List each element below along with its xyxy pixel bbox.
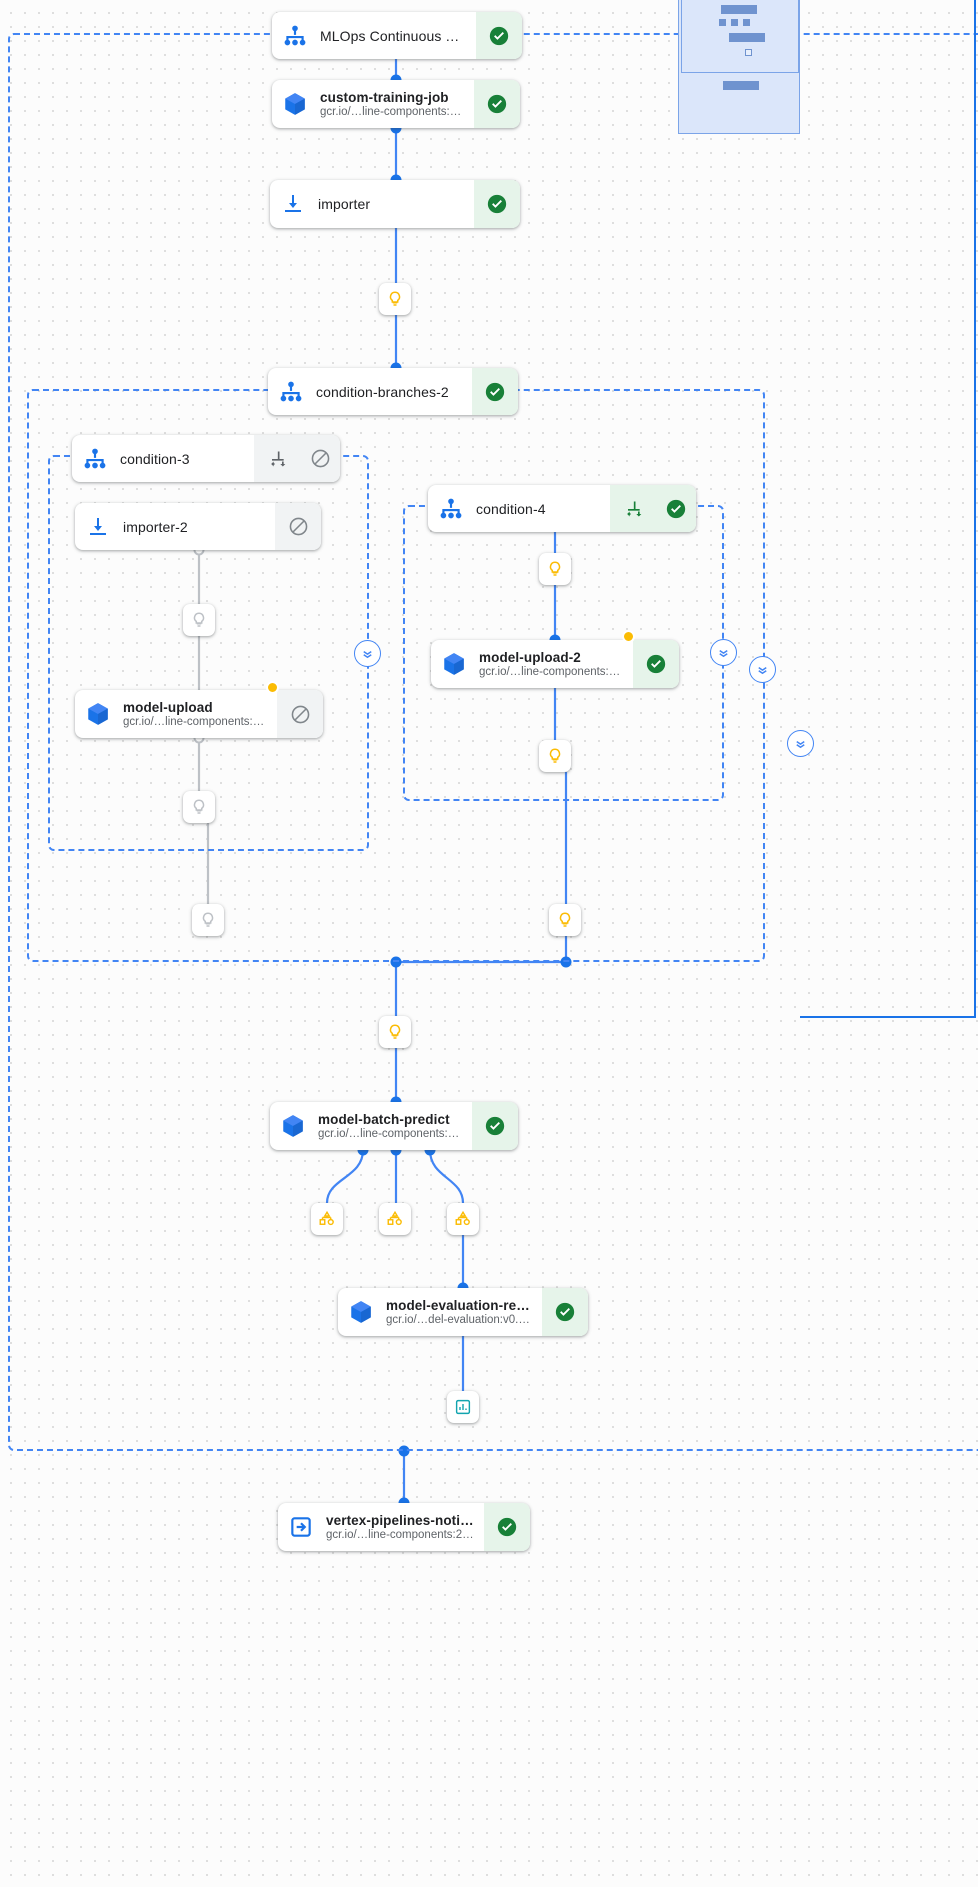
metrics-icon[interactable] (447, 1391, 479, 1423)
node-model-batch-predict[interactable]: model-batch-predict gcr.io/…line-compone… (270, 1102, 518, 1150)
status-success-icon (476, 12, 522, 59)
dag-icon (428, 485, 474, 532)
artifact-bulb-icon[interactable] (549, 904, 581, 936)
artifact-dataset-icon[interactable] (379, 1203, 411, 1235)
artifact-dataset-icon[interactable] (311, 1203, 343, 1235)
node-condition-3[interactable]: condition-3 (72, 435, 340, 482)
container-icon (272, 80, 318, 128)
artifact-bulb-icon[interactable] (192, 904, 224, 936)
status-skipped-icon (277, 690, 323, 738)
node-vertex-pipelines-notification[interactable]: vertex-pipelines-notificat… gcr.io/…line… (278, 1503, 530, 1551)
node-model-upload-2[interactable]: model-upload-2 gcr.io/…line-components:2… (431, 640, 679, 688)
node-importer-2[interactable]: importer-2 (75, 503, 321, 550)
dag-icon (272, 12, 318, 59)
node-condition-4[interactable]: condition-4 (428, 485, 696, 532)
artifact-bulb-icon[interactable] (539, 740, 571, 772)
branch-icon[interactable] (610, 485, 656, 532)
collapse-toggle-condition-branches-2[interactable] (749, 656, 776, 683)
exit-icon (278, 1503, 324, 1551)
container-icon (270, 1102, 316, 1150)
status-success-icon (474, 180, 520, 228)
artifact-bulb-icon[interactable] (379, 283, 411, 315)
collapse-toggle-condition-3[interactable] (354, 640, 381, 667)
artifact-dataset-icon[interactable] (447, 1203, 479, 1235)
status-success-icon (633, 640, 679, 688)
status-success-icon (656, 485, 696, 532)
node-model-evaluation-regression[interactable]: model-evaluation-regres… gcr.io/…del-eva… (338, 1288, 588, 1336)
collapse-toggle-condition-4[interactable] (710, 639, 737, 666)
status-skipped-icon (300, 435, 340, 482)
warning-dot (622, 630, 635, 643)
container-icon (75, 690, 121, 738)
status-success-icon (472, 1102, 518, 1150)
import-icon (270, 180, 316, 228)
artifact-bulb-icon[interactable] (379, 1016, 411, 1048)
node-model-upload[interactable]: model-upload gcr.io/…line-components:2.6… (75, 690, 323, 738)
status-success-icon (484, 1503, 530, 1551)
container-icon (431, 640, 477, 688)
container-icon (338, 1288, 384, 1336)
artifact-bulb-icon[interactable] (539, 553, 571, 585)
artifact-bulb-icon[interactable] (183, 604, 215, 636)
pipeline-minimap[interactable] (678, 0, 800, 134)
node-mlops-continuous-training[interactable]: MLOps Continuous Traini… (272, 12, 522, 59)
status-skipped-icon (275, 503, 321, 550)
status-success-icon (474, 80, 520, 128)
artifact-bulb-icon[interactable] (183, 791, 215, 823)
dag-icon (72, 435, 118, 482)
import-icon (75, 503, 121, 550)
status-success-icon (542, 1288, 588, 1336)
warning-dot (266, 681, 279, 694)
status-success-icon (472, 368, 518, 415)
node-custom-training-job[interactable]: custom-training-job gcr.io/…line-compone… (272, 80, 520, 128)
dag-icon (268, 368, 314, 415)
branch-icon[interactable] (254, 435, 300, 482)
node-importer[interactable]: importer (270, 180, 520, 228)
minimap-viewport[interactable] (800, 0, 976, 1018)
collapse-toggle-root[interactable] (787, 730, 814, 757)
node-condition-branches-2[interactable]: condition-branches-2 (268, 368, 518, 415)
